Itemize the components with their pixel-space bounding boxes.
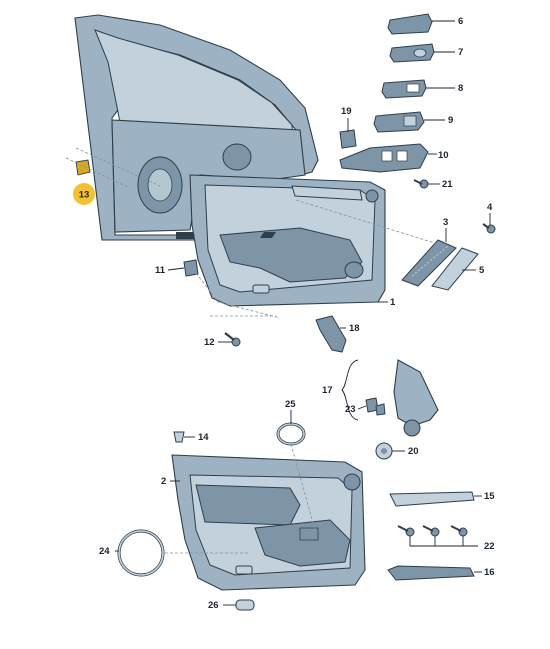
part-18-handle	[315, 315, 347, 353]
label-8: 8	[458, 83, 463, 94]
part-16-strip	[387, 565, 475, 581]
part-19-clip	[339, 129, 357, 149]
label-16: 16	[484, 567, 495, 578]
part-25-ring	[276, 422, 306, 446]
part-5-strip	[431, 247, 479, 291]
part-4-screw	[482, 223, 496, 234]
leader-lines	[115, 20, 491, 606]
label-13-highlight	[73, 183, 95, 205]
part-8-trim	[381, 79, 427, 99]
label-10: 10	[438, 150, 449, 161]
label-26: 26	[208, 600, 219, 611]
label-11: 11	[155, 265, 166, 276]
part-7-trim	[389, 43, 435, 63]
part-26-cover	[235, 599, 255, 611]
part-15-strip	[389, 491, 475, 507]
label-4: 4	[487, 202, 493, 213]
label-17: 17	[322, 385, 333, 396]
part-11-clip	[183, 259, 199, 277]
label-14: 14	[198, 432, 209, 443]
label-7: 7	[458, 47, 463, 58]
part-13-bolt	[75, 159, 91, 176]
part-3-strip	[401, 239, 457, 287]
part-14-clip	[173, 431, 185, 443]
part-24-speaker-ring	[117, 529, 165, 577]
label-3: 3	[443, 217, 448, 228]
label-24: 24	[99, 546, 110, 557]
label-9: 9	[448, 115, 453, 126]
label-12: 12	[204, 337, 215, 348]
label-2: 2	[161, 476, 166, 487]
part-23-clips	[365, 397, 386, 416]
part-20-grommet	[375, 442, 393, 460]
door-trim-panel-1	[189, 174, 386, 307]
label-25: 25	[285, 399, 296, 410]
label-15: 15	[484, 491, 495, 502]
part-6-trim	[387, 13, 433, 35]
label-20: 20	[408, 446, 419, 457]
label-5: 5	[479, 265, 485, 276]
label-23: 23	[345, 404, 356, 415]
part-labels: 6 7 8 9 10 19 21 4 3 5 1 11 12 18 17 23 …	[73, 16, 495, 611]
label-6: 6	[458, 16, 463, 27]
part-12-screw	[224, 332, 241, 347]
door-trim-panel-2	[171, 454, 366, 591]
part-10-switch-bezel	[339, 143, 429, 173]
label-22: 22	[484, 541, 495, 552]
part-21-screw	[413, 179, 429, 189]
label-19: 19	[341, 106, 352, 117]
label-18: 18	[349, 323, 360, 334]
label-1: 1	[390, 297, 396, 308]
part-22-screws	[397, 525, 468, 537]
assembly-guides	[65, 147, 439, 554]
label-21: 21	[442, 179, 453, 190]
part-17-mirror-trim	[393, 359, 439, 437]
part-9-trim	[373, 111, 425, 133]
label-13: 13	[79, 190, 90, 201]
